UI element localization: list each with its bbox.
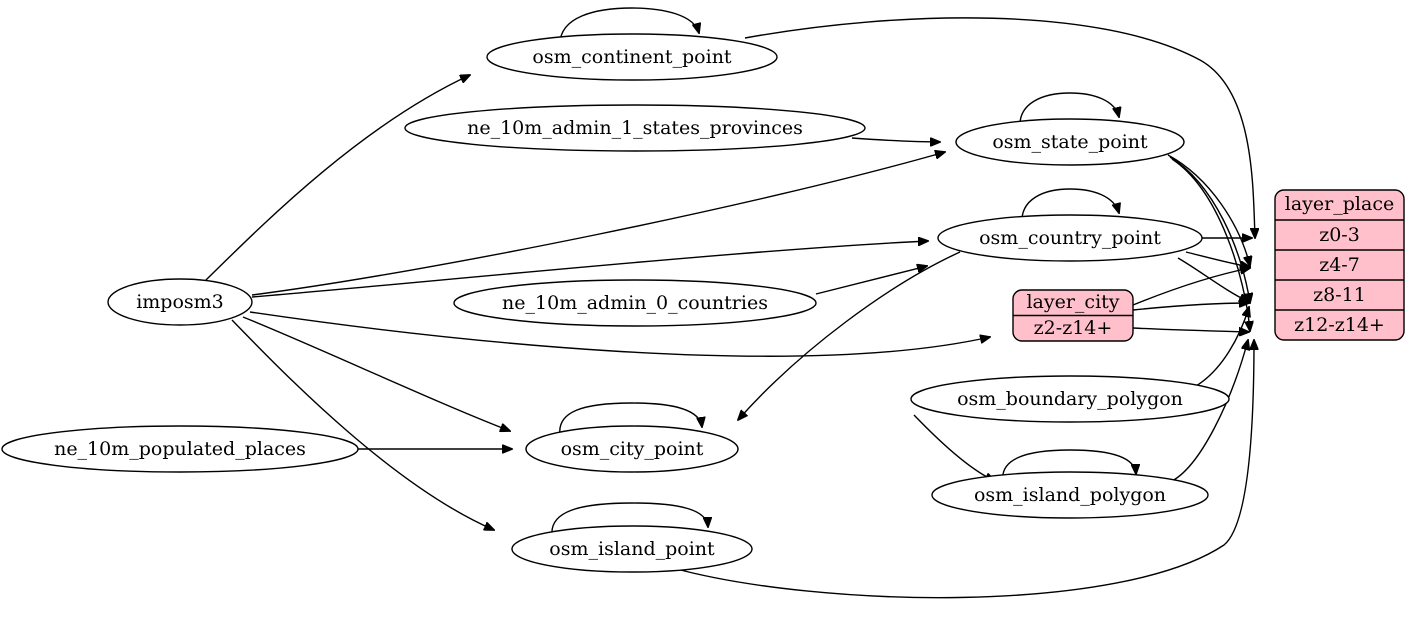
node-osm_island_point[interactable]: osm_island_point — [511, 525, 753, 573]
node-label-imposm3: imposm3 — [136, 291, 224, 313]
edge-osm_state_point-to-layer_place-z4_7 — [1167, 154, 1250, 266]
layer_place-row-z12-z14: z12-z14+ — [1294, 314, 1385, 336]
node-imposm3[interactable]: imposm3 — [107, 278, 253, 326]
edge-selfloop-osm_island_polygon — [1002, 449, 1136, 482]
node-ne_10m_admin_1_states_provinces[interactable]: ne_10m_admin_1_states_provinces — [404, 104, 866, 152]
node-osm_country_point[interactable]: osm_country_point — [937, 214, 1203, 262]
edge-osm_continent_point-to-layer_place-z0_3 — [744, 17, 1255, 238]
node-label-ne_10m_admin_1_states_provinces: ne_10m_admin_1_states_provinces — [467, 117, 803, 139]
layer_city-row-title: layer_city — [1026, 291, 1119, 313]
node-label-osm_island_point: osm_island_point — [549, 538, 715, 560]
edge-imposm3-to-osm_island_point — [231, 319, 494, 530]
nodes-layer: osm_continent_point ne_10m_admin_1_state… — [1, 33, 1405, 573]
node-osm_boundary_polygon[interactable]: osm_boundary_polygon — [910, 375, 1230, 423]
layer_city-row-z2-z14: z2-z14+ — [1034, 317, 1113, 339]
edge-osm_country_point-to-layer_place-z8_11 — [1177, 257, 1249, 302]
node-osm_city_point[interactable]: osm_city_point — [525, 425, 739, 473]
edges-layer — [204, 7, 1255, 599]
edge-osm_boundary_polygon-to-layer_place-z8_11 — [1195, 307, 1249, 387]
node-ne_10m_admin_0_countries[interactable]: ne_10m_admin_0_countries — [453, 279, 817, 327]
edge-imposm3-to-osm_continent_point — [204, 75, 470, 282]
node-osm_state_point[interactable]: osm_state_point — [955, 118, 1185, 166]
edge-layer_city-to-layer_place-z8_11 — [1132, 303, 1249, 311]
node-label-osm_continent_point: osm_continent_point — [532, 46, 732, 68]
edge-osm_country_point-to-osm_city_point — [738, 251, 961, 420]
edge-osm_boundary_polygon-to-osm_island_polygon — [913, 414, 995, 481]
layer_place-row-title: layer_place — [1285, 193, 1394, 215]
edge-imposm3-to-layer_city — [249, 311, 990, 357]
node-ne_10m_populated_places[interactable]: ne_10m_populated_places — [1, 425, 359, 473]
edge-imposm3-to-osm_city_point — [242, 316, 510, 431]
node-label-ne_10m_admin_0_countries: ne_10m_admin_0_countries — [502, 292, 768, 314]
node-osm_island_polygon[interactable]: osm_island_polygon — [931, 471, 1209, 519]
edge-selfloop-osm_state_point — [1019, 92, 1119, 129]
layer_place-row-z0-3: z0-3 — [1319, 224, 1360, 246]
layer_place-row-z4-7: z4-7 — [1319, 254, 1360, 276]
edge-layer_city-to-layer_place-z12_z14 — [1132, 328, 1249, 332]
layer_place-row-z8-11: z8-11 — [1313, 284, 1366, 306]
node-osm_continent_point[interactable]: osm_continent_point — [486, 33, 778, 81]
node-label-osm_island_polygon: osm_island_polygon — [974, 484, 1166, 506]
node-label-osm_city_point: osm_city_point — [561, 438, 704, 460]
node-layer_place[interactable]: layer_place z0-3 z4-7 z8-11 z12-z14+ — [1274, 189, 1405, 341]
edge-ne_countries-to-osm_country_point — [815, 266, 927, 295]
edge-imposm3-to-osm_country_point — [251, 241, 928, 298]
node-label-osm_country_point: osm_country_point — [979, 227, 1161, 249]
edge-selfloop-osm_continent_point — [559, 7, 699, 45]
edge-selfloop-osm_island_point — [551, 502, 708, 536]
node-label-osm_state_point: osm_state_point — [992, 131, 1148, 153]
node-layer_city[interactable]: layer_city z2-z14+ — [1012, 289, 1134, 342]
edge-ne_states-to-osm_state_point — [851, 137, 940, 142]
edge-imposm3-to-osm_state_point — [251, 152, 945, 296]
edge-osm_island_point-to-layer_place-z12_z14 — [672, 340, 1254, 599]
edge-selfloop-osm_city_point — [559, 402, 702, 436]
node-label-osm_boundary_polygon: osm_boundary_polygon — [957, 388, 1183, 410]
edge-selfloop-osm_country_point — [1021, 188, 1119, 225]
edge-osm_state_point-to-layer_place-z8_11 — [1169, 156, 1250, 303]
edge-layer_city-to-layer_place-z4_7 — [1132, 268, 1250, 306]
edge-osm_island_polygon-to-layer_place-z12_z14 — [1169, 340, 1248, 483]
node-label-ne_10m_populated_places: ne_10m_populated_places — [54, 438, 306, 460]
